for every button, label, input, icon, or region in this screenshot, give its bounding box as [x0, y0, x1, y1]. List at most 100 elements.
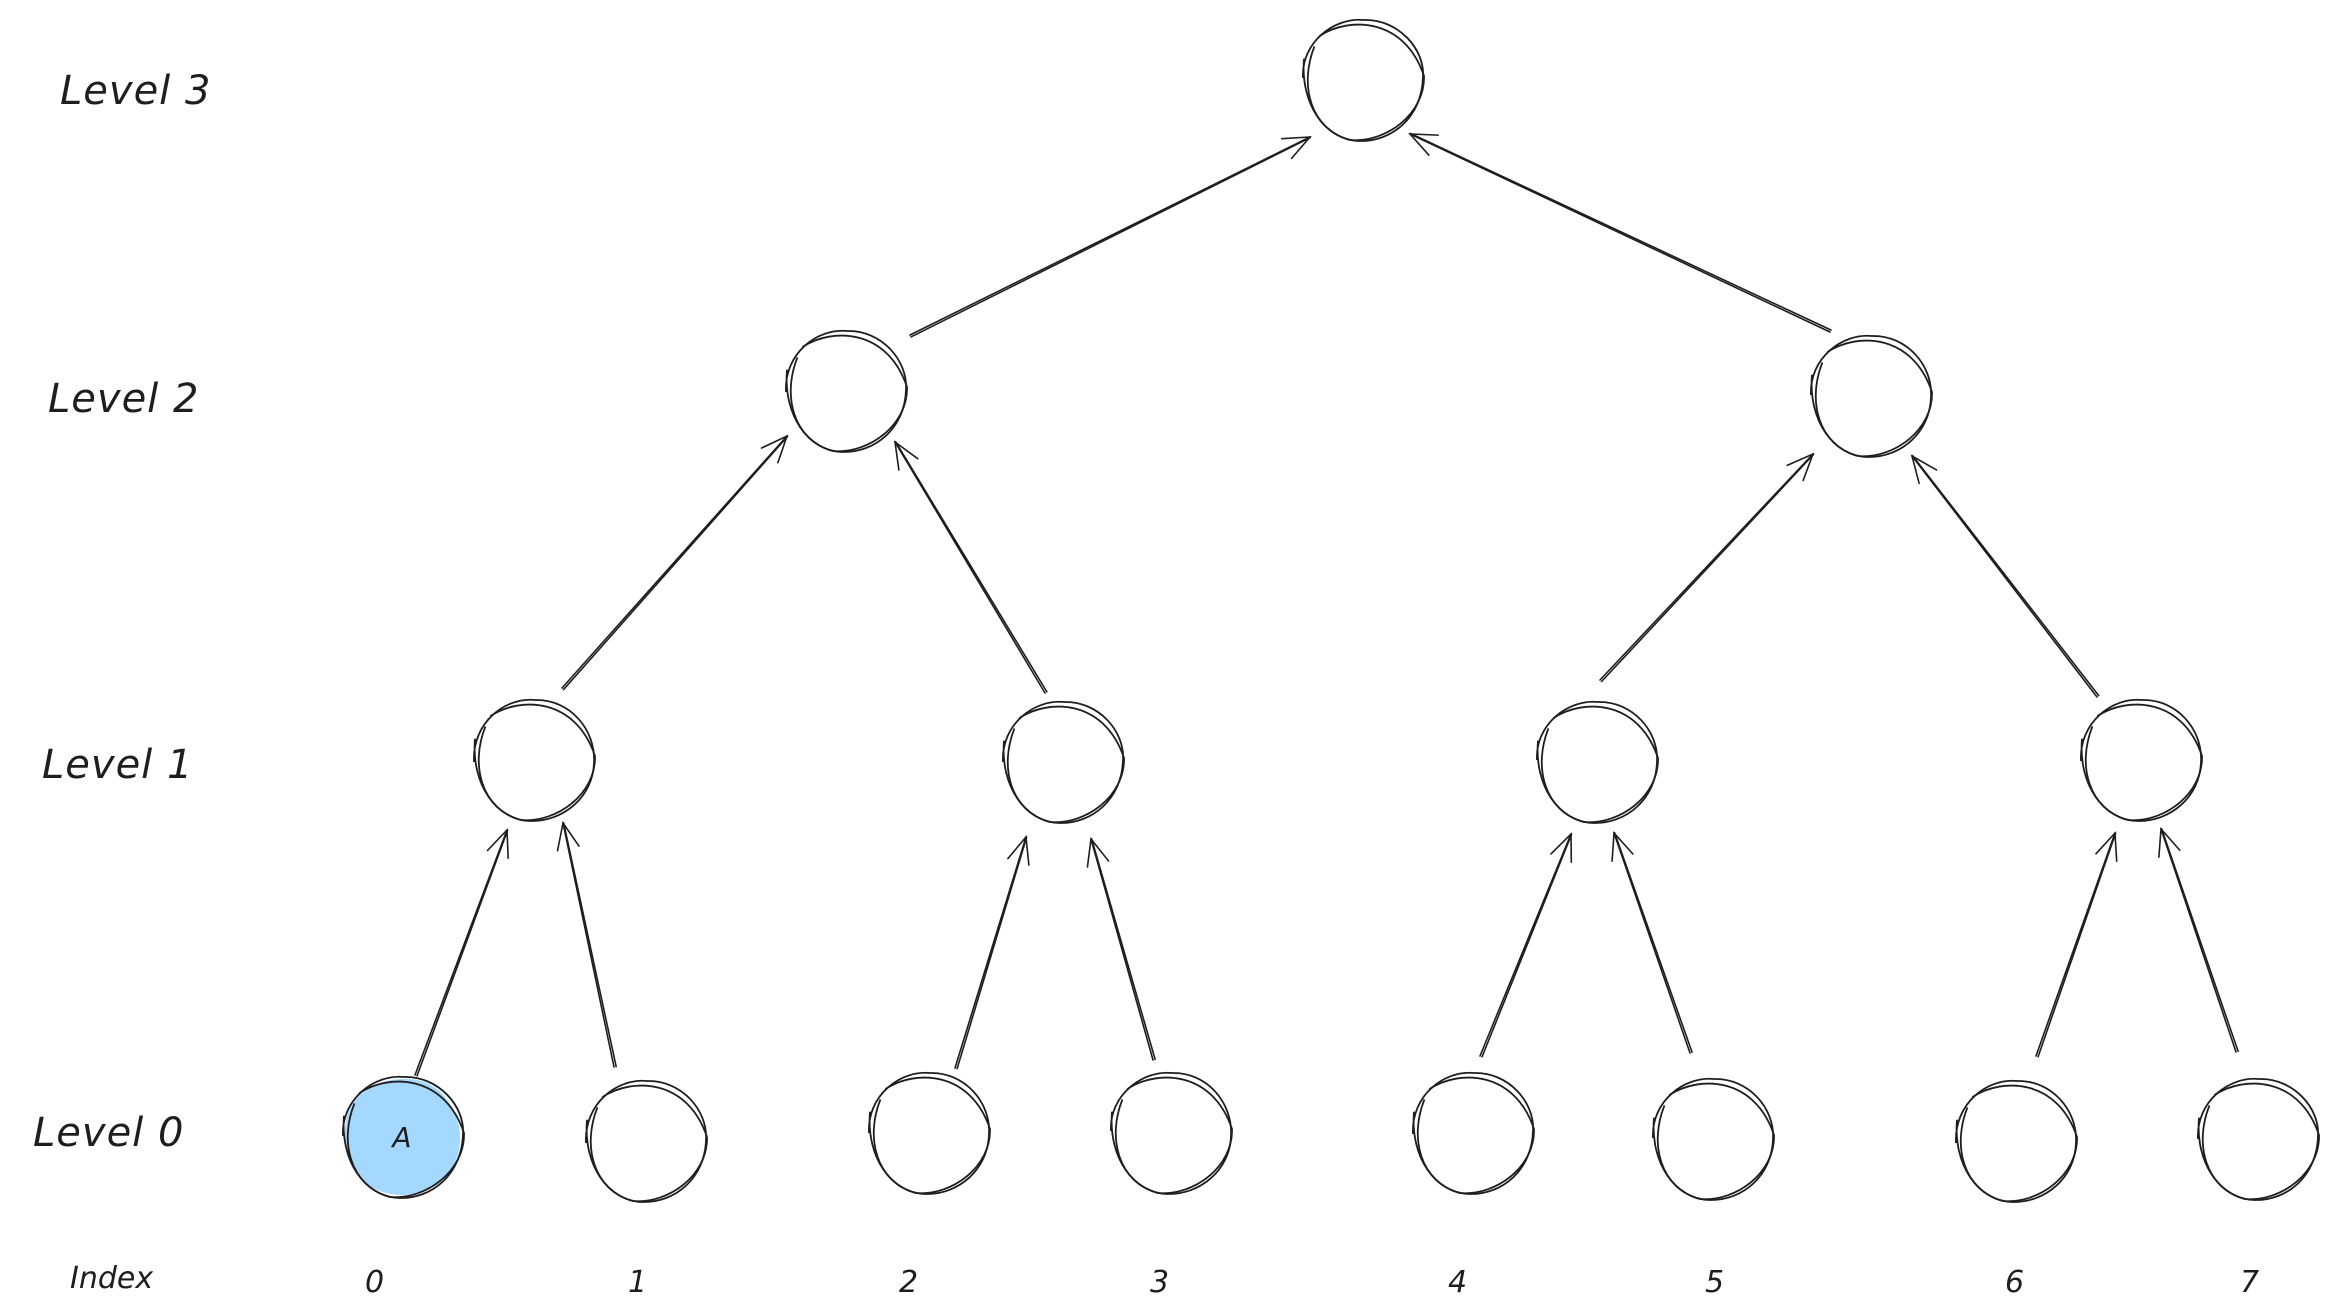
edge-arrow-0: [909, 136, 1312, 338]
edge-arrowhead: [1611, 831, 1634, 862]
nodes-group: [342, 18, 2320, 1203]
edge-line: [909, 136, 1311, 336]
index-value-3: 3: [1150, 1265, 1169, 1300]
tree-node-n0-5-outline-sketch: [1656, 1082, 1775, 1200]
tree-node-n0-3-outline-sketch: [1114, 1076, 1233, 1194]
edge-arrow-1: [1408, 132, 1832, 333]
index-label: Index: [70, 1261, 153, 1296]
edge-arrowhead: [1086, 837, 1110, 868]
edge-line: [2160, 828, 2237, 1053]
tree-node-n0-0-outline-sketch: [346, 1080, 465, 1198]
tree-node-n0-1: [585, 1079, 708, 1203]
tree-node-n0-4: [1412, 1071, 1535, 1195]
tree-node-n1-1: [1002, 700, 1125, 824]
tree-node-n2-1: [1810, 334, 1933, 458]
index-value-5: 5: [1705, 1265, 1724, 1300]
edge-arrow-11: [1611, 831, 1693, 1054]
edge-line-sketch: [1090, 838, 1156, 1061]
tree-node-n0-2-outline-sketch: [872, 1076, 991, 1194]
tree-node-n0-4-outline-sketch: [1416, 1076, 1535, 1194]
index-value-7: 7: [2240, 1265, 2259, 1300]
index-value-0: 0: [365, 1265, 384, 1300]
edge-arrowhead: [1910, 454, 1938, 485]
tree-node-n1-3-outline-sketch: [2084, 703, 2203, 821]
tree-node-n1-2-outline-sketch: [1540, 705, 1659, 823]
tree-node-n1-3: [2080, 698, 2203, 822]
node-label-a: A: [390, 1121, 411, 1154]
edge-arrow-7: [556, 820, 617, 1068]
tree-node-n3-0: [1302, 18, 1425, 142]
index-value-6: 6: [2005, 1265, 2024, 1300]
edge-arrowhead: [1550, 832, 1573, 864]
edge-arrowhead: [1786, 452, 1815, 482]
highlighted-node-fill: [344, 1078, 461, 1196]
edge-line: [414, 829, 508, 1076]
edge-arrow-13: [2158, 827, 2239, 1053]
index-value-2: 2: [899, 1265, 918, 1300]
tree-node-n0-6-outline-sketch: [1959, 1084, 2078, 1202]
edge-arrow-5: [1910, 454, 2100, 698]
edge-line-sketch: [956, 836, 1028, 1070]
edge-line: [1090, 838, 1154, 1061]
edge-arrowhead: [2095, 831, 2118, 862]
tree-node-n0-1-outline-sketch: [589, 1084, 708, 1202]
edge-line-sketch: [894, 440, 1048, 693]
tree-node-n3-0-outline-sketch: [1306, 23, 1425, 141]
edge-arrowhead: [893, 440, 919, 471]
level-3-label: Level 3: [60, 68, 211, 114]
edge-line-sketch: [416, 829, 509, 1077]
edge-line-sketch: [1911, 454, 2100, 697]
level-2-label: Level 2: [48, 376, 199, 422]
edge-arrow-4: [1599, 452, 1815, 683]
edge-line-sketch: [562, 435, 789, 691]
tree-node-n0-7: [2197, 1077, 2320, 1201]
edge-arrowhead: [1281, 136, 1312, 160]
tree-node-n2-0: [785, 329, 908, 453]
index-value-4: 4: [1448, 1265, 1467, 1300]
edge-line-sketch: [1613, 831, 1693, 1054]
edge-line: [1479, 833, 1572, 1057]
edge-arrowhead: [2158, 827, 2181, 858]
edge-line-sketch: [1409, 132, 1832, 331]
tree-node-n0-5: [1652, 1077, 1775, 1201]
tree-node-n1-0-outline-sketch: [477, 703, 596, 821]
edge-line-sketch: [562, 822, 617, 1068]
tree-node-n2-1-outline-sketch: [1814, 339, 1933, 457]
edge-line: [2035, 832, 2116, 1057]
tree-node-n0-0: [342, 1075, 465, 1199]
edge-arrowhead: [1007, 835, 1030, 866]
edge-line-sketch: [2160, 827, 2239, 1053]
edge-arrow-3: [893, 440, 1048, 694]
edge-arrowhead: [1408, 133, 1440, 156]
edge-arrowhead: [486, 828, 509, 860]
edge-line: [562, 822, 615, 1068]
tree-node-n2-0-outline-sketch: [789, 334, 908, 452]
level-0-label: Level 0: [33, 1110, 184, 1156]
edge-arrow-8: [954, 835, 1030, 1070]
edge-line-sketch: [1600, 453, 1815, 683]
edge-arrow-6: [414, 828, 509, 1077]
edges-group: [414, 132, 2239, 1077]
level-1-label: Level 1: [42, 742, 193, 788]
edge-line: [1409, 133, 1831, 333]
index-value-1: 1: [628, 1265, 647, 1300]
edge-line: [894, 441, 1046, 694]
tree-node-n0-7-outline-sketch: [2201, 1082, 2320, 1200]
edge-line: [1613, 832, 1691, 1054]
edge-line: [1911, 455, 2098, 698]
edge-line-sketch: [1481, 833, 1573, 1058]
edge-arrow-2: [561, 434, 789, 691]
tree-node-n0-3: [1110, 1071, 1233, 1195]
tree-node-n1-1-outline-sketch: [1006, 705, 1125, 823]
tree-node-n0-2: [868, 1071, 991, 1195]
edge-line-sketch: [910, 136, 1312, 338]
tree-node-n0-6: [1955, 1079, 2078, 1203]
edge-line: [561, 435, 788, 689]
tree-node-n1-0: [473, 698, 596, 822]
edge-arrowhead: [556, 820, 580, 852]
edge-line: [954, 836, 1027, 1069]
tree-node-n1-2: [1536, 700, 1659, 824]
edge-arrow-10: [1479, 832, 1573, 1058]
edge-line-sketch: [2037, 832, 2117, 1058]
